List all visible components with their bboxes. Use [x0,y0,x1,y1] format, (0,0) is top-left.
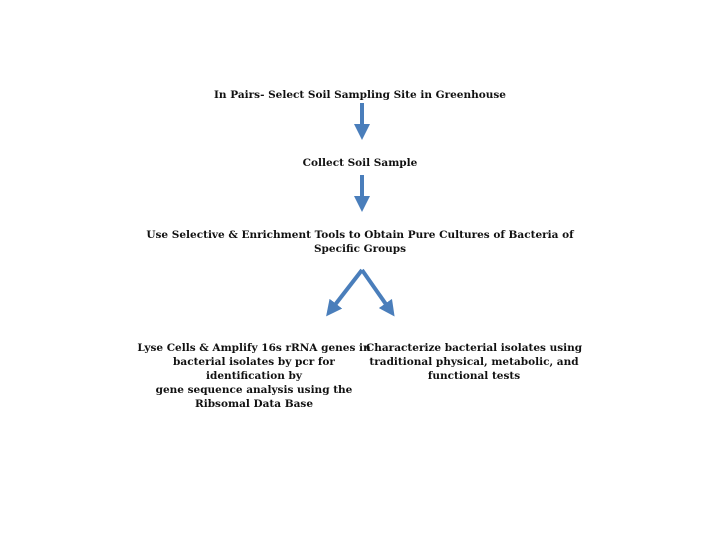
step-characterize-line: functional tests [427,370,521,382]
step-pcr-identification: Lyse Cells & Amplify 16s rRNA genes in b… [134,341,374,411]
step-characterize-line: Characterize bacterial isolates using [365,342,583,354]
step-collect-sample: Collect Soil Sample [302,157,418,169]
step-enrichment-line: Use Selective & Enrichment Tools to Obta… [146,229,574,241]
arrow-right-branch [360,268,395,317]
step-characterize: Characterize bacterial isolates using tr… [364,341,584,383]
step-pcr-line: Ribsomal Data Base [194,398,314,410]
step-pcr-line: bacterial isolates by pcr for [173,356,335,368]
step-select-site: In Pairs- Select Soil Sampling Site in G… [214,89,506,101]
arrow-left-branch [326,268,364,317]
step-pcr-line: identification by [206,370,302,382]
step-pcr-line: gene sequence analysis using the [155,384,353,396]
step-enrichment-line: Specific Groups [313,243,407,255]
step-pcr-line: Lyse Cells & Amplify 16s rRNA genes in [137,342,371,354]
step-characterize-line: traditional physical, metabolic, and [369,356,579,368]
step-enrichment: Use Selective & Enrichment Tools to Obta… [110,228,610,256]
